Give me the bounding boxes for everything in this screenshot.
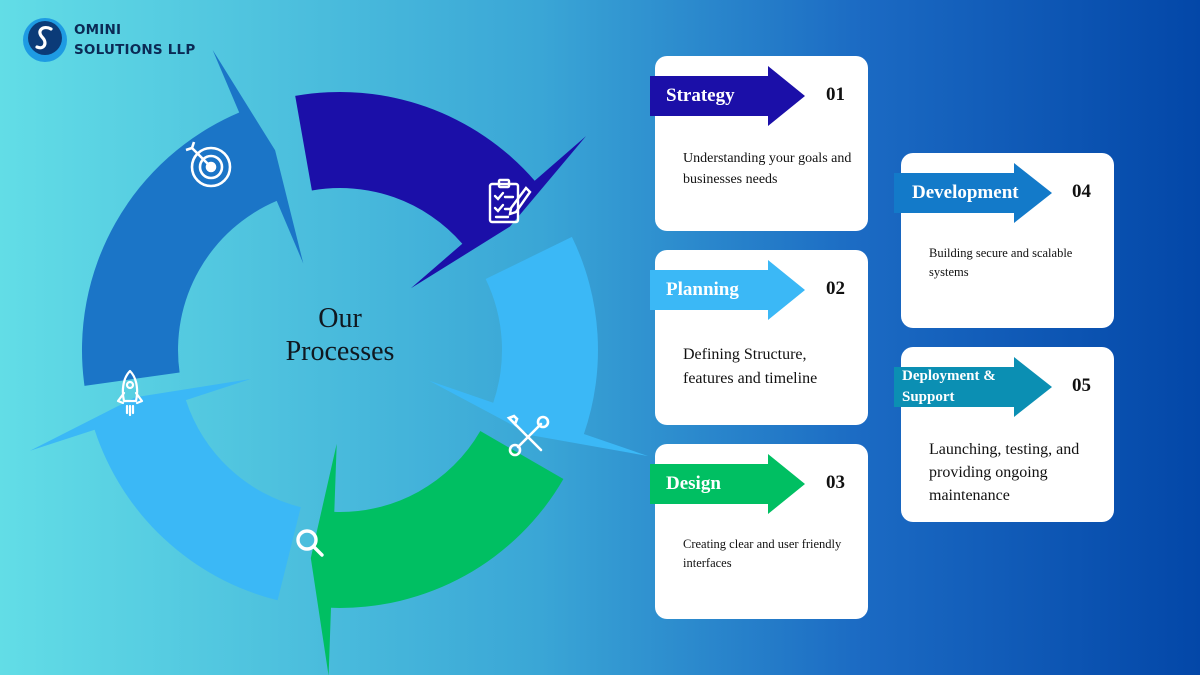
step-title-development: Development — [912, 182, 1019, 203]
step-ribbon-deployment: Deployment & Support — [894, 357, 1052, 417]
step-number-02: 02 — [826, 278, 845, 299]
rocket-icon — [116, 369, 144, 417]
step-ribbon-planning: Planning — [650, 260, 805, 320]
brand-name-line1: OMINI — [74, 22, 122, 38]
tools-icon — [506, 414, 550, 457]
center-title-line1: Our — [318, 303, 362, 334]
step-title-deployment-line2: Support — [902, 389, 955, 405]
cycle-segment-1 — [81, 49, 304, 386]
step-desc-development: Building secure and scalable systems — [929, 246, 1073, 279]
step-title-strategy: Strategy — [666, 85, 735, 106]
step-desc-strategy: Understanding your goals and businesses … — [683, 151, 852, 187]
step-ribbon-development: Development — [894, 163, 1052, 223]
step-ribbon-strategy: Strategy — [650, 66, 805, 126]
step-title-design: Design — [666, 473, 721, 494]
step-title-planning: Planning — [666, 279, 739, 300]
cycle-segment-3 — [428, 236, 649, 457]
cycle-segment-5 — [30, 379, 301, 601]
step-title-deployment-line1: Deployment & — [902, 368, 996, 384]
center-title-line2: Processes — [285, 336, 395, 367]
step-title-deployment: Deployment & Support — [902, 357, 996, 417]
step-number-03: 03 — [826, 472, 845, 493]
step-number-04: 04 — [1072, 181, 1091, 202]
search-icon — [296, 529, 324, 557]
step-ribbon-design: Design — [650, 454, 805, 514]
diagram-center-title: Our Processes — [255, 302, 425, 368]
cycle-segment-2 — [295, 91, 586, 289]
target-icon — [185, 141, 232, 188]
checklist-icon — [488, 178, 532, 224]
brand-name-line2: SOLUTIONS LLP — [74, 42, 196, 58]
step-desc-design: Creating clear and user friendly interfa… — [683, 537, 842, 570]
step-number-01: 01 — [826, 84, 845, 105]
process-cycle-diagram — [30, 49, 649, 675]
logo-mark-icon — [23, 18, 67, 62]
step-desc-planning: Defining Structure, features and timelin… — [683, 346, 818, 387]
step-number-05: 05 — [1072, 375, 1091, 396]
brand-logo: OMINI SOLUTIONS LLP — [22, 14, 212, 66]
step-desc-deployment: Launching, testing, and providing ongoin… — [929, 441, 1080, 504]
cycle-segment-4 — [310, 431, 564, 675]
